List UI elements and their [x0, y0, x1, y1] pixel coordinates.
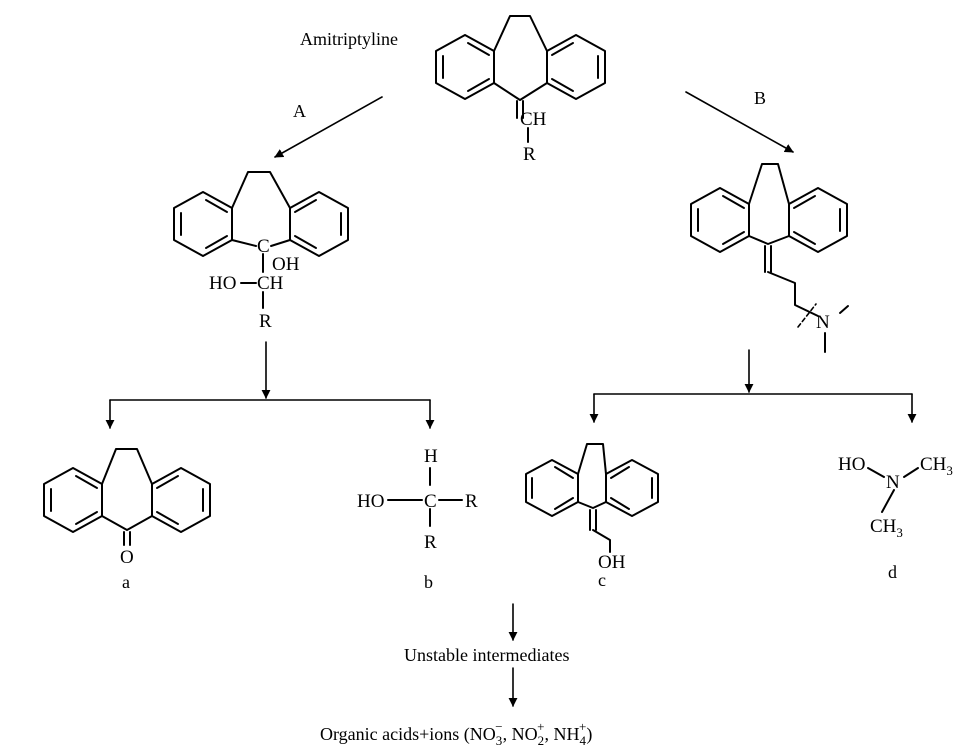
product-d-structure — [867, 467, 919, 513]
arrow-path-b — [685, 91, 794, 153]
product-a-label: a — [122, 572, 130, 592]
int-a-ch-label: CH — [257, 273, 284, 294]
product-b-label: b — [424, 572, 433, 592]
prod-b-h-label: H — [424, 446, 438, 467]
product-b-structure — [387, 467, 463, 527]
product-d-label: d — [888, 562, 897, 582]
intermediate-b-structure — [690, 163, 849, 353]
path-a-label: A — [293, 101, 306, 121]
product-c-structure — [525, 443, 659, 553]
prod-d-ho-label: HO — [838, 454, 865, 475]
int-a-r-label: R — [259, 311, 272, 332]
ring-left — [435, 34, 495, 100]
prod-b-c-label: C — [424, 491, 437, 512]
int-a-c-label: C — [257, 236, 270, 257]
title-amitriptyline: Amitriptyline — [300, 29, 398, 49]
int-a-oh-label: OH — [272, 254, 300, 275]
start-ch-label: CH — [520, 109, 547, 130]
ring-right — [546, 34, 606, 100]
prod-d-ch3-bottom-label: CH3 — [870, 516, 903, 540]
unstable-intermediates-label: Unstable intermediates — [404, 645, 569, 665]
prod-b-r-right-label: R — [465, 491, 478, 512]
prod-a-o-label: O — [120, 547, 134, 568]
prod-b-ho-label: HO — [357, 491, 384, 512]
int-b-n-label: N — [816, 312, 830, 333]
prod-d-n-label: N — [886, 472, 900, 493]
arrow-path-a — [274, 96, 383, 158]
path-b-label: B — [754, 88, 766, 108]
prod-d-ch3-right-label: CH3 — [920, 454, 953, 478]
product-a-structure — [43, 448, 211, 546]
final-products-label: Organic acids+ions (NO3−, NO2+, NH4+) — [320, 719, 592, 748]
product-c-label: c — [598, 570, 606, 590]
prod-c-oh-label: OH — [598, 552, 626, 573]
amitriptyline-structure — [435, 15, 606, 143]
start-r-label: R — [523, 144, 536, 165]
prod-b-r-bottom-label: R — [424, 532, 437, 553]
int-a-ho-label: HO — [209, 273, 236, 294]
intermediate-a-structure — [173, 171, 349, 309]
